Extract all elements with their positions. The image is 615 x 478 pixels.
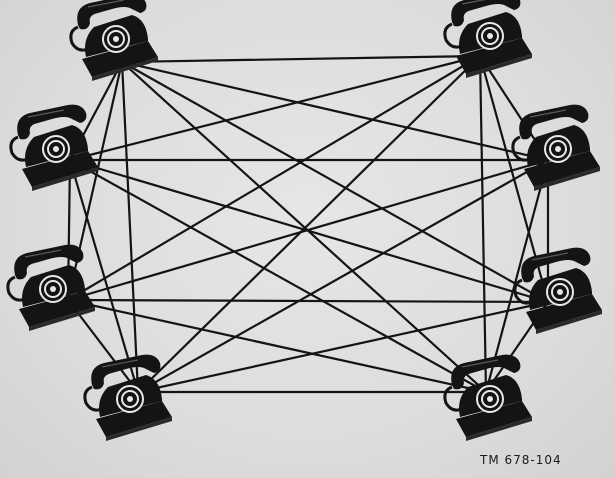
telephone-icon	[513, 105, 600, 191]
telephone-icon	[445, 0, 532, 78]
telephone-icon	[11, 105, 98, 191]
line-top-left-to-upper-right	[122, 62, 548, 160]
telephone-group	[8, 0, 602, 441]
telephone-icon	[85, 355, 172, 441]
connection-lines	[68, 56, 548, 392]
line-upper-right-to-bottom-left	[138, 160, 548, 392]
line-top-right-to-bottom-left	[138, 56, 480, 392]
line-top-left-to-top-right	[122, 56, 480, 62]
figure-code: TM 678-104	[480, 453, 562, 467]
telephone-icon	[445, 355, 532, 441]
line-lower-left-to-lower-right	[68, 300, 548, 302]
telephone-icon	[71, 0, 158, 81]
line-top-right-to-bottom-right	[480, 56, 486, 392]
